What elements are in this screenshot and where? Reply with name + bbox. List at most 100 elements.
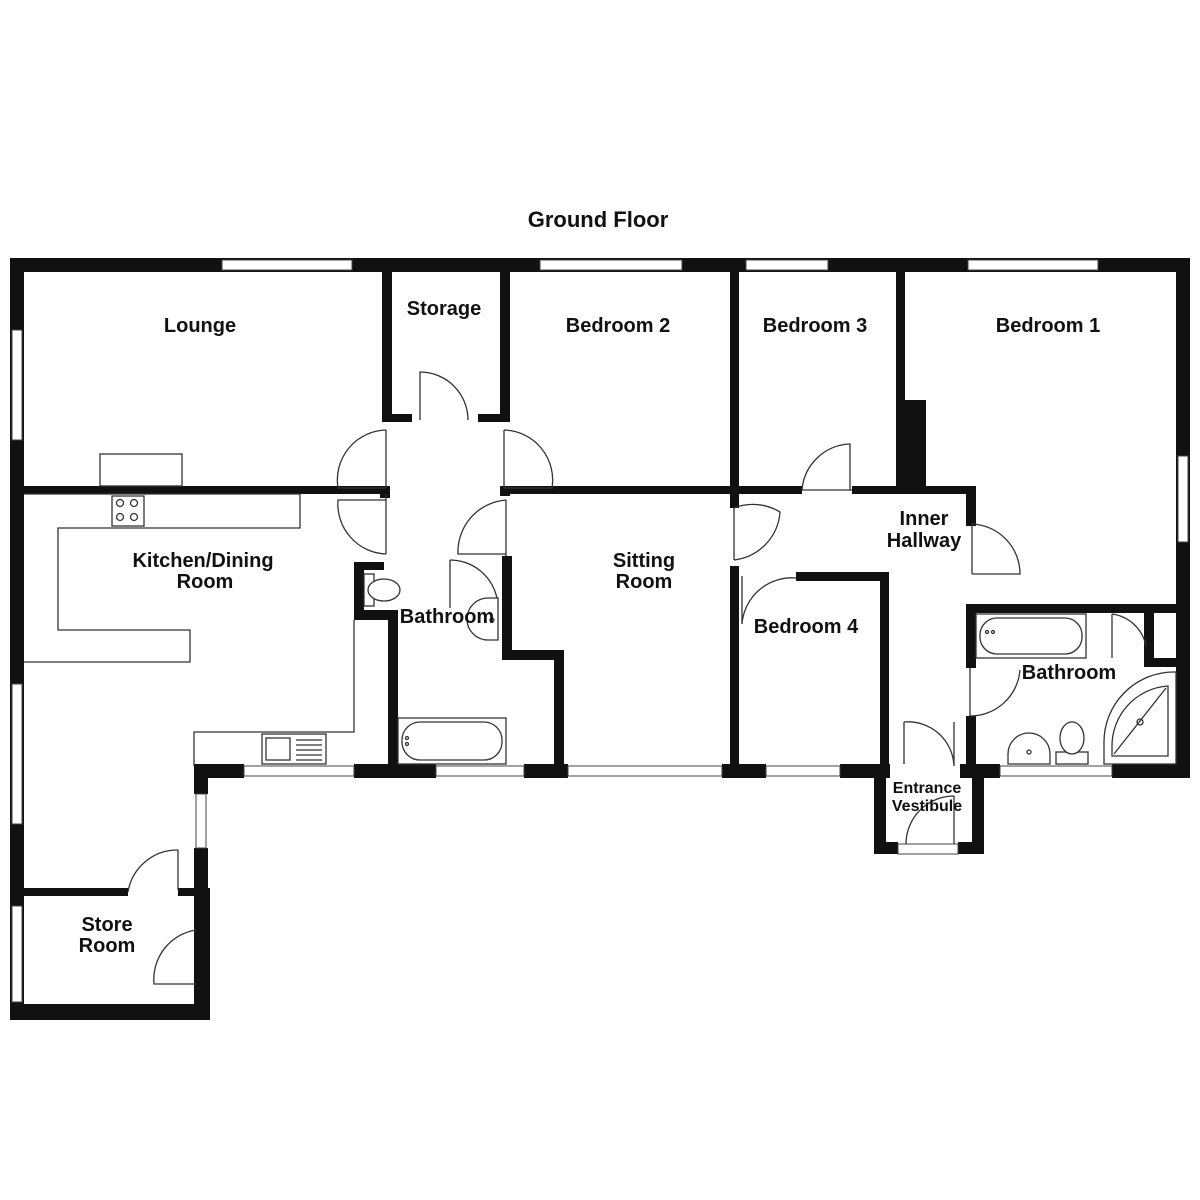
bedroom2-bottom-wall [500, 486, 740, 494]
room-label-store-line2: Room [79, 935, 136, 957]
store-right-wall [194, 888, 210, 1020]
store-outer-door-swing [153, 929, 197, 985]
sitting-door-swing [457, 499, 507, 556]
fireplace-hearth [99, 453, 183, 487]
vestibule-inner-door-swing [903, 721, 955, 767]
hob-icon [111, 495, 145, 527]
room-label-store-line1: Store [81, 914, 132, 936]
window-store-side [11, 905, 23, 1003]
bath-closet-wall [1144, 604, 1154, 664]
bath-left-closet-wall [354, 562, 364, 614]
vestibule-left-wall [874, 764, 886, 854]
sitting-step-wall [502, 650, 564, 660]
toilet-icon-right [1055, 721, 1089, 765]
storage-bottom-right [478, 414, 510, 422]
bedroom4-right-wall [880, 572, 889, 772]
bedroom1-door-jamb [966, 486, 976, 526]
basin-icon-left [466, 597, 499, 641]
window-vestibule [897, 843, 959, 855]
room-label-kitchen-line1: Kitchen/Dining [132, 550, 273, 572]
bedroom3-bottom-left [730, 486, 802, 494]
kitchen-door-swing [337, 494, 387, 555]
lounge-door-swing [336, 429, 387, 489]
bath-icon-left [397, 717, 507, 765]
bath-closet-bottom [354, 610, 398, 620]
kitchen-sink-icon [261, 733, 327, 765]
lounge-kitchen-wall [24, 486, 390, 494]
shower-icon [1103, 671, 1177, 765]
room-label-bedroom-2: Bedroom 2 [566, 315, 670, 337]
room-label-inner-hallway-line2: Hallway [887, 530, 962, 552]
bedroom2-bedroom3-wall [730, 270, 739, 508]
bottom-wall-b [354, 764, 398, 778]
bottom-wall-h [1112, 764, 1190, 778]
storage-bottom-left [382, 414, 412, 422]
window-lounge-top [221, 259, 353, 271]
bath-left-wall [388, 610, 398, 776]
fixtures [24, 453, 1177, 766]
vestibule-right-wall [972, 764, 984, 854]
sitting-left-wall [502, 556, 512, 658]
window-lounge-side [11, 329, 23, 441]
room-label-sitting-line2: Room [616, 571, 673, 593]
left-wall [10, 258, 24, 1020]
room-label-bathroom-left: Bathroom [400, 606, 494, 628]
bedroom3-bedroom1-wall [896, 270, 905, 492]
sitting-right-wall [730, 566, 739, 776]
kitchen-right-wall-bottom [194, 848, 208, 888]
store-top-wall [10, 888, 128, 896]
room-label-sitting-line1: Sitting [613, 550, 675, 572]
store-bottom-wall [10, 1004, 210, 1020]
bedroom3-door-swing [801, 443, 852, 491]
basin-icon-right [1007, 732, 1051, 765]
window-bedroom2 [539, 259, 683, 271]
bedroom3-bottom-right [852, 486, 972, 494]
store-top-wall-right [178, 888, 208, 896]
vestibule-bottom-right [958, 842, 984, 854]
store-inner-door-swing [127, 849, 179, 893]
room-labels: Lounge Storage Bedroom 2 Bedroom 3 Bedro… [79, 298, 1117, 957]
bedroom4-top-wall [796, 572, 886, 581]
bedroom4-door-swing [741, 576, 797, 625]
window-kitchen-side [11, 683, 23, 825]
window-bath-left [435, 765, 525, 777]
bath-right-door-swing [969, 668, 1021, 717]
vestibule-bottom-left [874, 842, 898, 854]
bottom-wall-e [722, 764, 766, 778]
room-label-bedroom-4: Bedroom 4 [754, 616, 859, 638]
bath-right-left-wall-bottom [966, 716, 976, 776]
room-label-bedroom-3: Bedroom 3 [763, 315, 867, 337]
bath-right-left-wall-top [966, 604, 976, 668]
storage-right-wall [500, 270, 510, 420]
window-kitchen-bottom [243, 765, 355, 777]
toilet-icon-left [363, 573, 401, 607]
room-label-bedroom-1: Bedroom 1 [996, 315, 1100, 337]
door-swings [127, 371, 1147, 985]
bath-icon-right [975, 613, 1087, 659]
sitting-step-down [554, 650, 564, 776]
window-kitchen-right [195, 793, 207, 849]
sitting-right-door-swing [733, 503, 781, 561]
window-bedroom1-top [967, 259, 1099, 271]
room-label-entrance-line1: Entrance [893, 780, 962, 797]
bedroom1-door-swing [971, 523, 1021, 575]
room-label-inner-hallway-line1: Inner [900, 508, 949, 530]
vestibule-outer-door-swing [905, 795, 955, 845]
room-label-storage: Storage [407, 298, 481, 320]
room-label-bathroom-right: Bathroom [1022, 662, 1116, 684]
bottom-wall-a [194, 764, 244, 778]
window-bedroom1-side [1177, 455, 1189, 543]
window-bedroom3 [745, 259, 829, 271]
storage-left-wall [382, 270, 392, 420]
window-bath-right [999, 765, 1113, 777]
bedroom2-door-swing [503, 429, 554, 489]
window-bedroom4 [765, 765, 841, 777]
bedroom1-chimney [904, 400, 926, 492]
room-label-entrance-line2: Vestibule [892, 798, 962, 815]
room-label-kitchen-line2: Room [177, 571, 234, 593]
bottom-wall-c [396, 764, 436, 778]
windows [11, 259, 1189, 1003]
floor-title: Ground Floor [528, 207, 669, 232]
room-label-lounge: Lounge [164, 315, 236, 337]
